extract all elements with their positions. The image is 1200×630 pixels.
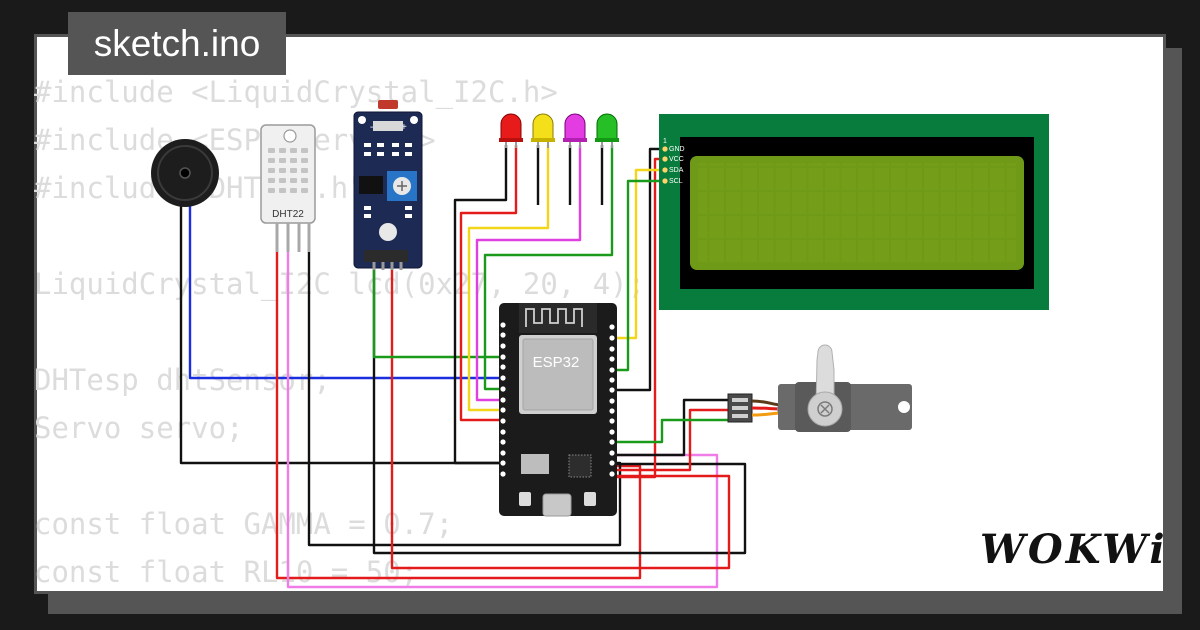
wire-lcd-sda xyxy=(612,168,668,340)
lcd-pin-gnd: GND xyxy=(669,146,685,153)
esp32-left-pins xyxy=(500,322,506,477)
esp32-label: ESP32 xyxy=(533,354,580,371)
code-line: const float RL10 = 50; xyxy=(34,555,419,589)
led-yellow xyxy=(531,113,555,148)
ldr-minus-label: - xyxy=(370,122,373,133)
servo-motor xyxy=(727,344,912,432)
filename-tag: sketch.ino xyxy=(68,12,286,75)
wire-led-magenta xyxy=(475,145,582,402)
lcd-pin-scl: SCL xyxy=(669,178,683,185)
wire-led-red xyxy=(459,145,518,422)
wire-servo-black xyxy=(612,398,728,457)
esp32-right-pins xyxy=(609,324,615,477)
wire-ldr-red xyxy=(390,265,731,570)
lcd-pin-vcc: VCC xyxy=(669,156,684,163)
ldr-module: - + xyxy=(353,100,423,270)
wire-led-green xyxy=(483,145,614,391)
led-green xyxy=(595,113,619,148)
lcd-pin-sda: SDA xyxy=(669,167,684,174)
code-line: #include <LiquidCrystal_I2C.h> xyxy=(34,75,558,109)
lcd-pin1-label: 1 xyxy=(663,138,667,145)
code-line: Servo servo; xyxy=(34,411,244,445)
led-magenta xyxy=(563,113,587,148)
code-line: DHTesp dhtSensor; xyxy=(34,363,331,397)
wire-ldr-black xyxy=(372,265,747,555)
wire-led-black-gnd xyxy=(453,145,508,465)
wires xyxy=(179,145,747,589)
wire-buzzer-black xyxy=(179,205,505,465)
dht22-sensor: DHT22 xyxy=(260,124,316,252)
wire-lcd-scl xyxy=(612,179,668,372)
led-red xyxy=(499,113,523,148)
wire-dht-red xyxy=(275,250,642,580)
wire-led-yellow xyxy=(467,145,550,412)
esp32-board: ESP32 xyxy=(499,303,617,517)
buzzer xyxy=(151,139,219,207)
wire-buzzer-blue xyxy=(188,205,505,380)
dht22-label: DHT22 xyxy=(272,209,304,220)
code-line: const float GAMMA = 0.7; xyxy=(34,507,454,541)
wokwi-logo: WOKWi xyxy=(980,526,1168,573)
wire-servo-green xyxy=(612,418,728,444)
lcd-display: 1 GND VCC SDA SCL xyxy=(659,114,1049,310)
ldr-plus-label: + xyxy=(401,122,407,133)
wire-servo-red xyxy=(612,408,728,472)
